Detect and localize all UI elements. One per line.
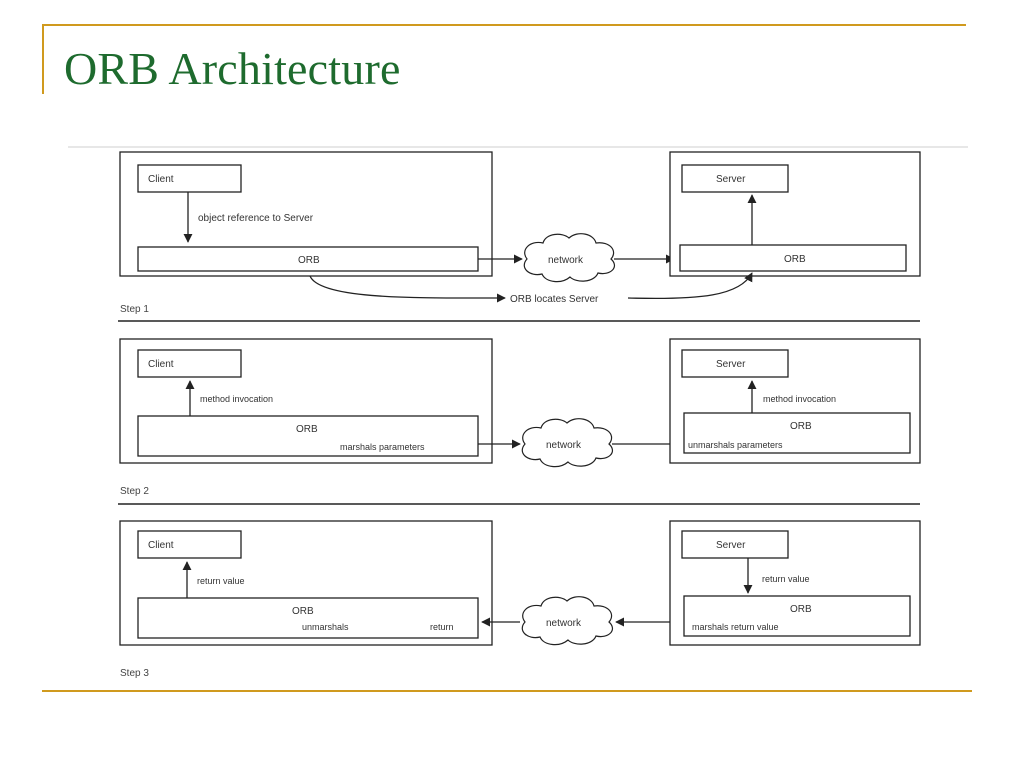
step1-server-label: Server — [716, 174, 746, 185]
step1-group: Client object reference to Server ORB ne… — [119, 151, 921, 315]
step1-client-label: Client — [148, 174, 174, 185]
step1-locate-curve-right — [627, 272, 753, 300]
step1-server-box — [681, 164, 789, 193]
top-rule — [42, 24, 966, 26]
step3-client-box — [137, 530, 242, 559]
step1-object-ref-label: object reference to Server — [198, 213, 314, 224]
step1-network-label: network — [548, 255, 584, 266]
step1-locates-label: ORB locates Server — [510, 294, 599, 305]
step2-client-label: Client — [148, 359, 174, 370]
step3-server-box — [681, 530, 789, 559]
step2-unmarshals-label: unmarshals parameters — [688, 440, 783, 450]
step3-group: Client return value ORB unmarshals retur… — [119, 520, 921, 679]
step1-locate-curve-left — [309, 275, 506, 303]
step1-label: Step 1 — [120, 304, 149, 315]
step2-network-label: network — [546, 440, 582, 451]
step2-group: Client method invocation ORB marshals pa… — [119, 338, 921, 497]
step3-network-cloud — [521, 596, 614, 646]
step2-marshals-label: marshals parameters — [340, 442, 425, 452]
step3-orb-right — [683, 595, 911, 637]
step1-network-cloud — [523, 233, 616, 283]
step1-orb-right-label: ORB — [784, 254, 806, 265]
step2-orb-right-label: ORB — [790, 421, 812, 432]
step2-client-box — [137, 349, 242, 378]
step2-network-cloud — [521, 418, 614, 468]
step2-orb-right — [683, 412, 911, 454]
step3-marshals-label: marshals return value — [692, 622, 779, 632]
step3-server-label: Server — [716, 540, 746, 551]
step3-orb-left-label: ORB — [292, 606, 314, 617]
step2-label: Step 2 — [120, 486, 149, 497]
step3-unmarshals-label: unmarshals — [302, 622, 349, 632]
step2-orb-left — [137, 415, 479, 457]
step3-network-label: network — [546, 618, 582, 629]
step2-invocation-label: method invocation — [200, 394, 273, 404]
step2-server-box — [681, 349, 789, 378]
step2-server-invocation-label: method invocation — [763, 394, 836, 404]
step3-return-label: return — [430, 622, 454, 632]
step1-client-box — [137, 164, 242, 193]
step3-return-value-label: return value — [197, 576, 245, 586]
step1-orb-left — [137, 246, 479, 272]
slide-title: ORB Architecture — [64, 43, 401, 94]
step3-client-label: Client — [148, 540, 174, 551]
step3-label: Step 3 — [120, 668, 149, 679]
step3-orb-left — [137, 597, 479, 639]
step2-orb-left-label: ORB — [296, 424, 318, 435]
bottom-rule — [42, 690, 972, 692]
step3-server-return-label: return value — [762, 574, 810, 584]
step2-server-label: Server — [716, 359, 746, 370]
step3-orb-right-label: ORB — [790, 604, 812, 615]
step1-orb-left-label: ORB — [298, 255, 320, 266]
step1-orb-right — [679, 244, 907, 272]
title-accent-bar — [42, 24, 44, 94]
